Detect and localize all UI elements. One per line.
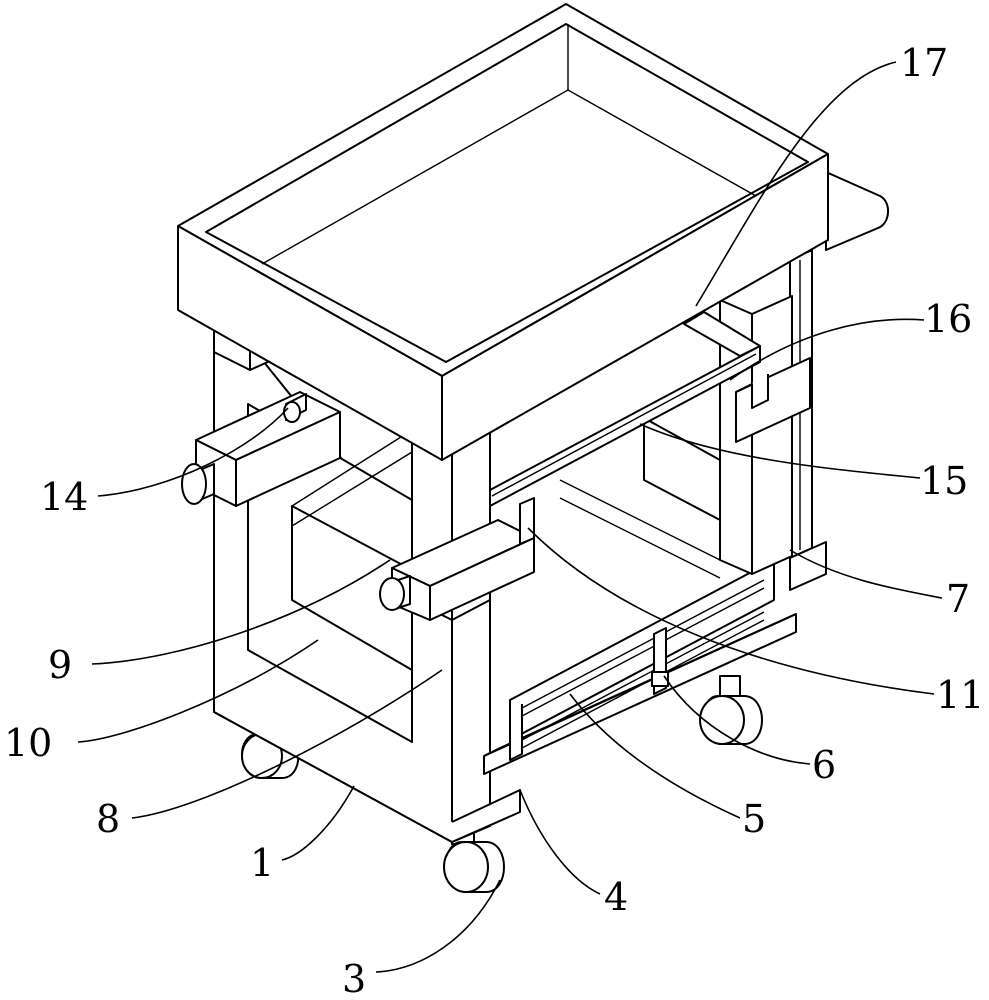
label-6: 6 bbox=[812, 743, 836, 787]
label-5: 5 bbox=[742, 797, 766, 841]
label-16: 16 bbox=[924, 297, 972, 341]
label-7: 7 bbox=[946, 577, 970, 621]
knob-front bbox=[380, 576, 410, 610]
label-14: 14 bbox=[40, 475, 88, 519]
label-17: 17 bbox=[900, 41, 948, 85]
caster-wheel-right bbox=[700, 676, 762, 744]
label-3: 3 bbox=[342, 957, 366, 1000]
label-11: 11 bbox=[936, 673, 984, 717]
label-9: 9 bbox=[48, 643, 72, 687]
label-4: 4 bbox=[604, 875, 628, 919]
label-10: 10 bbox=[4, 721, 52, 765]
label-15: 15 bbox=[920, 459, 968, 503]
label-1: 1 bbox=[250, 841, 274, 885]
knob-left bbox=[182, 464, 214, 504]
label-8: 8 bbox=[96, 797, 120, 841]
